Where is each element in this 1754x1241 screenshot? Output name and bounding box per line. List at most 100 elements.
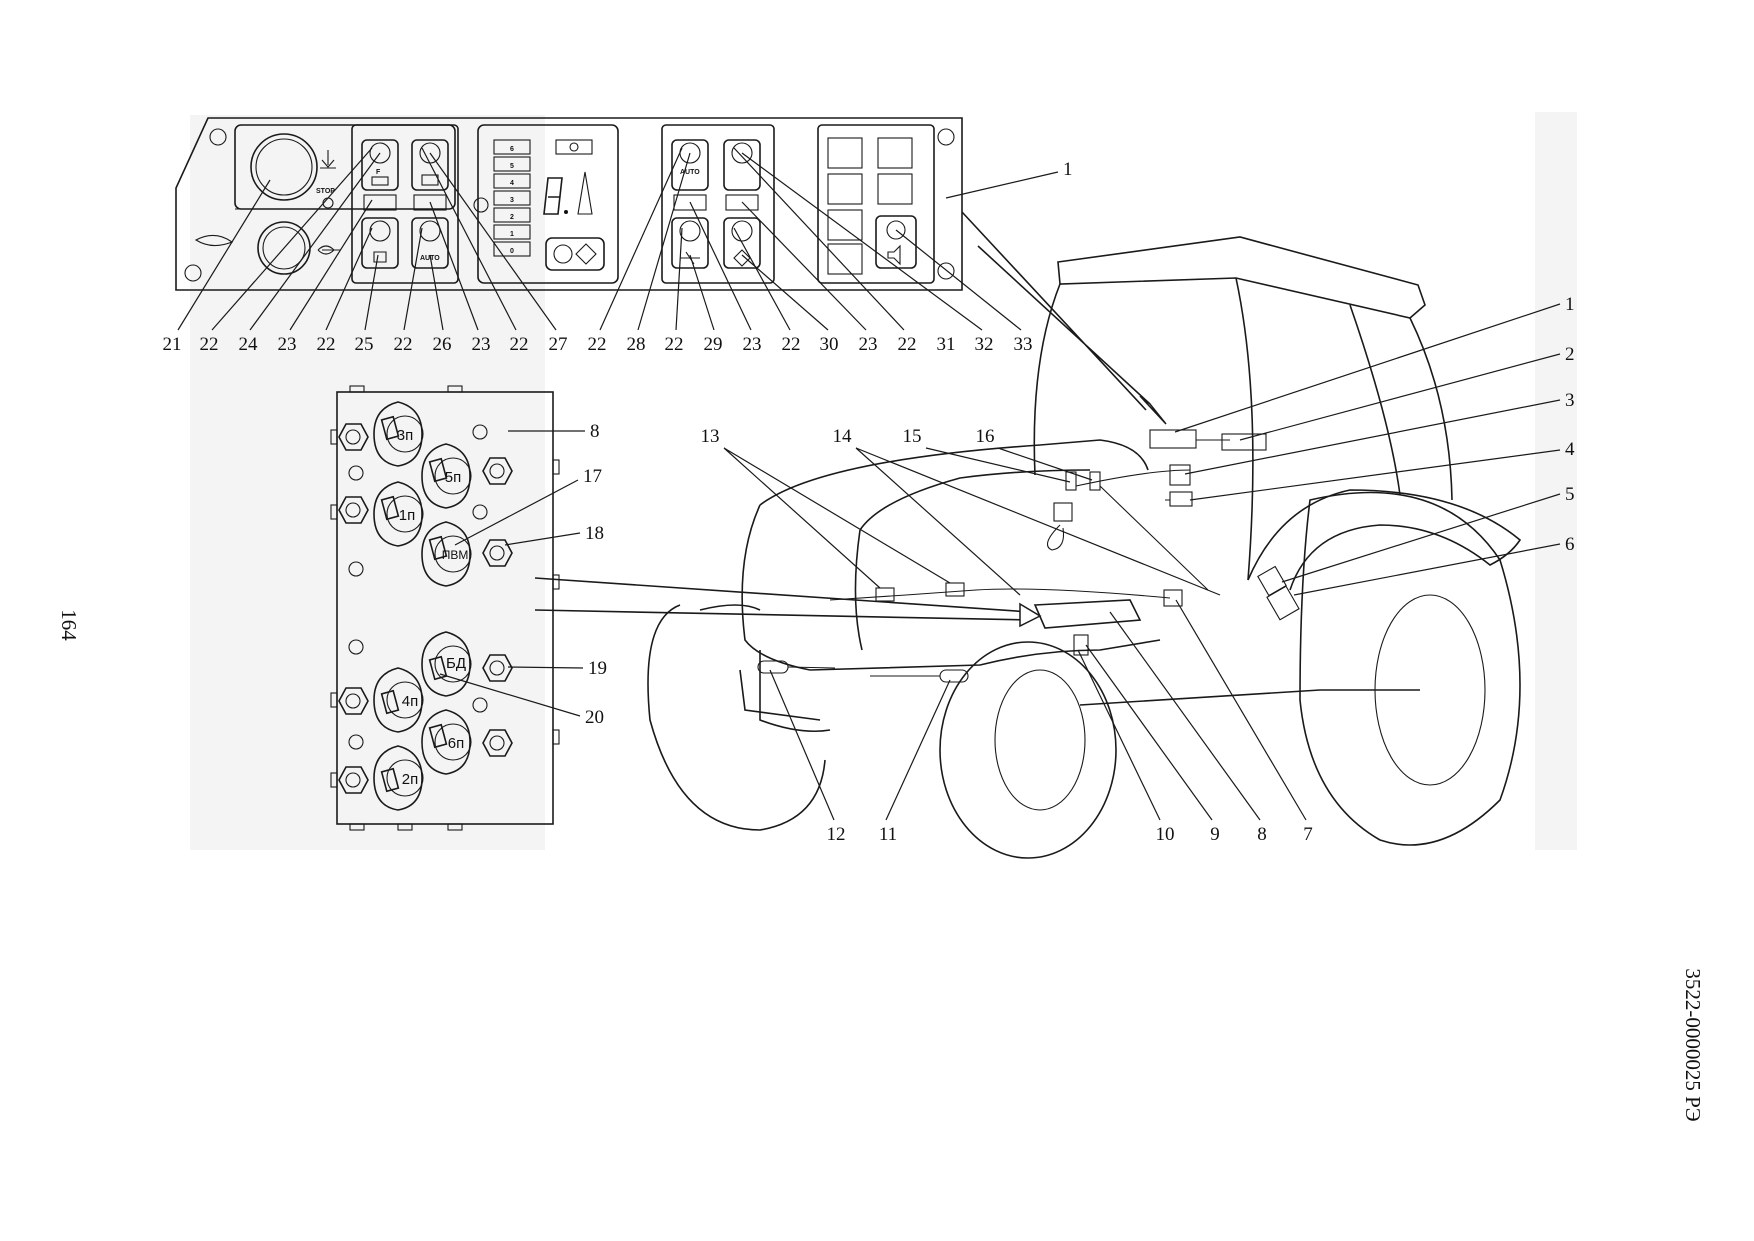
panel-callout: 26 — [433, 334, 452, 355]
book-lamp-icon — [877, 173, 913, 205]
outlet-3p: 3п — [373, 401, 424, 467]
front-wheel-top — [699, 604, 761, 611]
leader-line — [1281, 493, 1561, 583]
block-clip — [447, 385, 463, 393]
rear-wheel-hub — [1374, 594, 1486, 786]
leader-line — [885, 679, 951, 821]
panel-label-leader — [945, 171, 1059, 199]
hood-top — [759, 439, 1149, 506]
panel-callout: 28 — [627, 334, 646, 355]
leader-line — [289, 199, 373, 331]
chassis-line — [1079, 689, 1420, 706]
digit-dot — [564, 210, 568, 214]
diff-switch — [723, 217, 761, 269]
pto-icon — [371, 176, 389, 186]
grille-edge — [854, 529, 863, 651]
outlet-label: 3п — [397, 427, 413, 444]
panel-callout: 23 — [859, 334, 878, 355]
cab-roof — [1057, 236, 1426, 319]
sensor-9 — [1073, 634, 1089, 656]
leader-line — [454, 479, 579, 546]
rear-valve — [1266, 585, 1300, 621]
gear-cell — [493, 224, 531, 240]
switch-knob-icon — [679, 220, 701, 242]
body-lower — [809, 639, 1161, 671]
indicator-window — [413, 194, 447, 211]
auto-4wd-switch — [671, 139, 709, 191]
leader-line — [723, 447, 951, 589]
leader-line — [741, 201, 867, 331]
pto-switch-front — [361, 139, 399, 191]
digit-display — [543, 177, 563, 215]
panel-screw-icon — [209, 128, 227, 146]
outlet-label: 2п — [402, 771, 418, 788]
auto-switch-left — [411, 217, 449, 269]
leader-line — [429, 254, 444, 331]
gear-lamp — [555, 139, 593, 155]
connector-14 — [945, 582, 965, 597]
4wd-switch — [671, 217, 709, 269]
block-clip — [397, 823, 413, 831]
harness-lines — [829, 439, 1230, 601]
leader-line — [421, 147, 517, 331]
hex-plug — [338, 766, 369, 794]
mode-button — [545, 237, 605, 271]
panel-callout: 22 — [394, 334, 413, 355]
tractor-callout: 12 — [827, 824, 846, 845]
panel-unit — [1149, 429, 1197, 449]
tractor-callout: 5 — [1565, 484, 1575, 505]
ground-button-rim — [262, 226, 306, 270]
panel-screw-icon — [937, 128, 955, 146]
leader-line — [177, 179, 271, 331]
leader-line — [741, 254, 829, 331]
block-hole — [472, 504, 488, 520]
diff-lock-icon — [373, 251, 387, 263]
panel-callout: 21 — [163, 334, 182, 355]
leader-line — [1085, 644, 1213, 821]
filter-lamp-icon — [827, 173, 863, 205]
diff-lock-switch — [361, 217, 399, 269]
leader-line — [1175, 599, 1307, 821]
panel-arrow-head — [1139, 395, 1167, 425]
pressure-switch — [1169, 491, 1193, 507]
leader-line — [364, 254, 379, 331]
block-clip — [349, 385, 365, 393]
hex-plug — [338, 423, 369, 451]
sun-icon — [473, 197, 489, 213]
hex-plug — [482, 457, 513, 485]
block-clip — [330, 429, 338, 445]
tractor-callout: 7 — [1303, 824, 1313, 845]
leader-line — [1174, 303, 1561, 433]
leader-line — [429, 152, 557, 331]
outlet-6p: 6п — [421, 709, 472, 775]
switch-knob-icon — [731, 142, 753, 164]
hex-plug — [338, 687, 369, 715]
panel-callout: 22 — [588, 334, 607, 355]
tractor-callout: 2 — [1565, 344, 1575, 365]
block-clip — [447, 823, 463, 831]
block-clip — [552, 574, 560, 590]
outlet-label: 6п — [448, 735, 464, 752]
panel-label-1: 1 — [1063, 159, 1073, 180]
switch-group-right — [661, 124, 775, 284]
front-weight — [759, 650, 831, 733]
block-hole — [472, 424, 488, 440]
block-hole — [348, 561, 364, 577]
outlet-label: БД — [446, 655, 466, 672]
gear-cell — [493, 173, 531, 189]
tractor-components — [829, 429, 1300, 656]
stop-button-rim — [255, 138, 313, 196]
tractor-bottom-callouts: 12 11 10 9 8 7 — [769, 599, 1313, 845]
panel-callout: 29 — [704, 334, 723, 355]
block-clip — [552, 459, 560, 475]
tractor-right-callouts: 1 2 3 4 5 6 — [1174, 294, 1575, 596]
4wd-icon — [680, 251, 700, 265]
gear-cell-label: 6 — [510, 146, 514, 153]
panel-callout: 22 — [200, 334, 219, 355]
hydro-callout: 20 — [585, 707, 604, 728]
gearbox-lamp-icon — [877, 137, 913, 169]
range-icon — [577, 171, 593, 215]
tractor-callout: 15 — [903, 426, 922, 447]
gear-cell — [493, 241, 531, 257]
panel-location-arrow — [961, 211, 1151, 411]
